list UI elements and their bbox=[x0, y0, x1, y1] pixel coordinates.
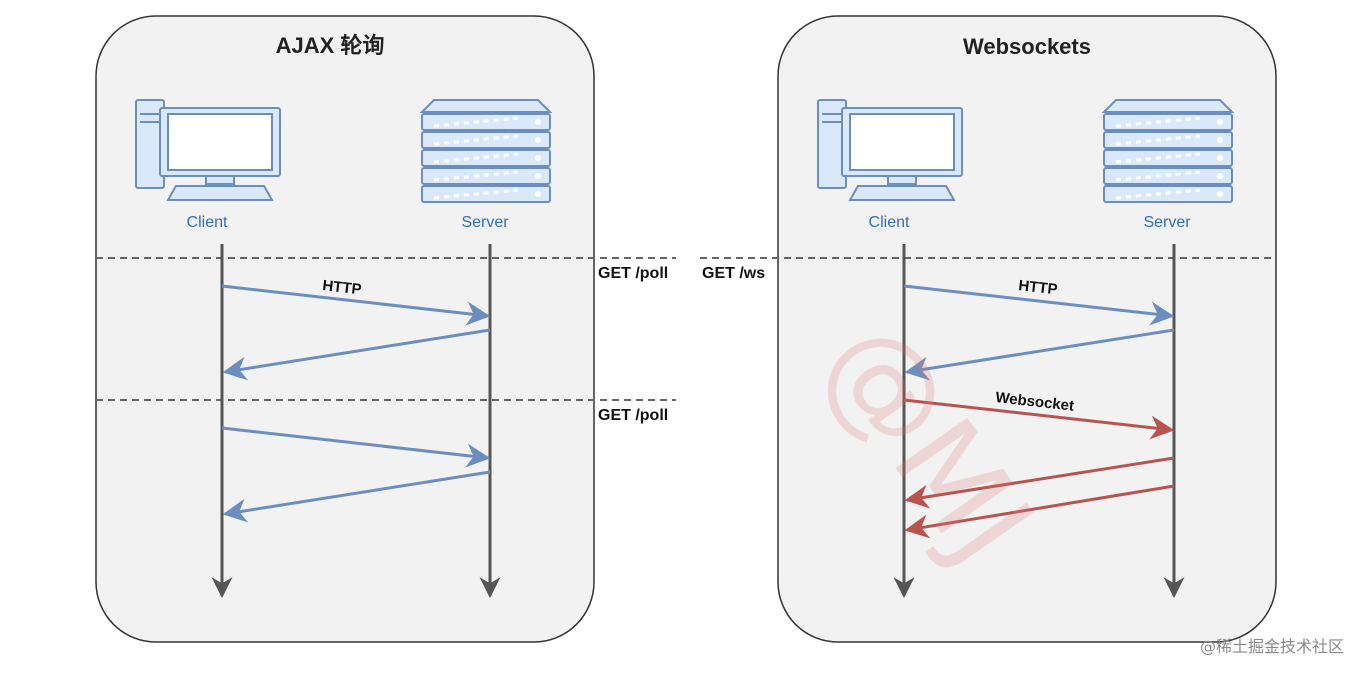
ws-server-label: Server bbox=[1143, 214, 1191, 231]
server-icon bbox=[1101, 99, 1235, 203]
ws-http-label: HTTP bbox=[1018, 277, 1059, 298]
ajax-request-label-2: GET /poll bbox=[598, 407, 668, 424]
ajax-request-label-1: GET /poll bbox=[598, 265, 668, 282]
ajax-poll-request-arrow bbox=[221, 426, 491, 468]
computer-icon bbox=[817, 99, 963, 201]
ajax-http-request-arrow bbox=[221, 284, 491, 326]
ws-http-response-arrow bbox=[904, 328, 1175, 381]
ws-push-arrow-1 bbox=[904, 456, 1175, 509]
ws-client-label: Client bbox=[869, 214, 910, 231]
ws-upgrade-arrow bbox=[903, 398, 1175, 440]
ws-http-request-arrow bbox=[903, 284, 1175, 326]
ws-push-arrow-2 bbox=[904, 484, 1175, 539]
ajax-server-label: Server bbox=[461, 214, 509, 231]
ajax-client-label: Client bbox=[187, 214, 228, 231]
websockets-title: Websockets bbox=[963, 34, 1091, 59]
ws-request-label: GET /ws bbox=[702, 265, 765, 282]
credit-text: @稀土掘金技术社区 bbox=[1200, 637, 1344, 656]
ajax-http-response-arrow bbox=[222, 328, 491, 381]
ajax-poll-response-arrow bbox=[222, 470, 491, 523]
ajax-http-label: HTTP bbox=[322, 277, 363, 298]
server-icon bbox=[419, 99, 553, 203]
computer-icon bbox=[135, 99, 281, 201]
ajax-title: AJAX 轮询 bbox=[276, 33, 385, 58]
